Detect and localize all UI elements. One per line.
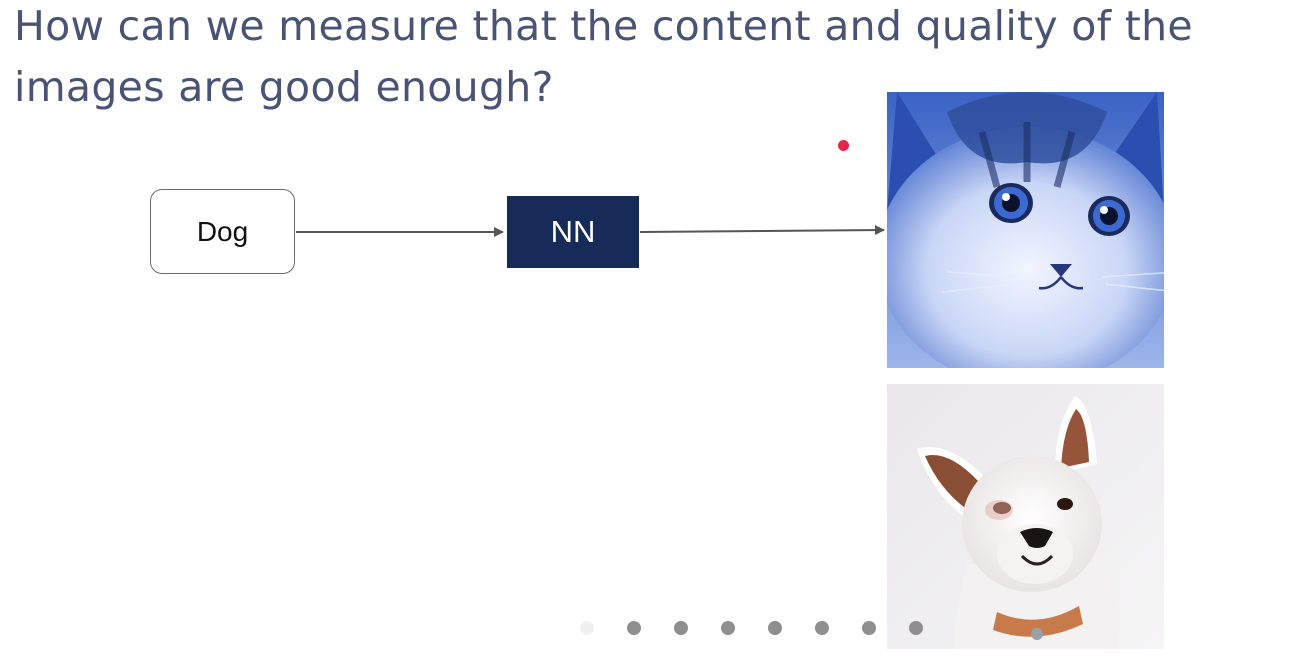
pager-dot[interactable]: [580, 621, 594, 635]
pager-dot[interactable]: [768, 621, 782, 635]
pager-dot[interactable]: [909, 621, 923, 635]
pager-dot[interactable]: [721, 621, 735, 635]
laser-pointer-dot: [838, 140, 849, 151]
cat-image-graphic: [887, 92, 1164, 368]
arrow-nn-to-image: [639, 225, 885, 236]
slide-title: How can we measure that the content and …: [14, 2, 1193, 111]
generated-dog-image: [887, 384, 1164, 649]
pager-dot[interactable]: [862, 621, 876, 635]
input-label: Dog: [196, 215, 249, 247]
input-text-box: Dog: [150, 189, 295, 274]
nn-label: NN: [550, 214, 596, 249]
slide-pager: [580, 620, 923, 636]
neural-network-box: NN: [507, 196, 639, 268]
pager-dot[interactable]: [627, 621, 641, 635]
pager-dot[interactable]: [815, 621, 829, 635]
generated-cat-image: [887, 92, 1164, 368]
dog-image-graphic: [887, 384, 1164, 649]
pager-dot[interactable]: [674, 621, 688, 635]
